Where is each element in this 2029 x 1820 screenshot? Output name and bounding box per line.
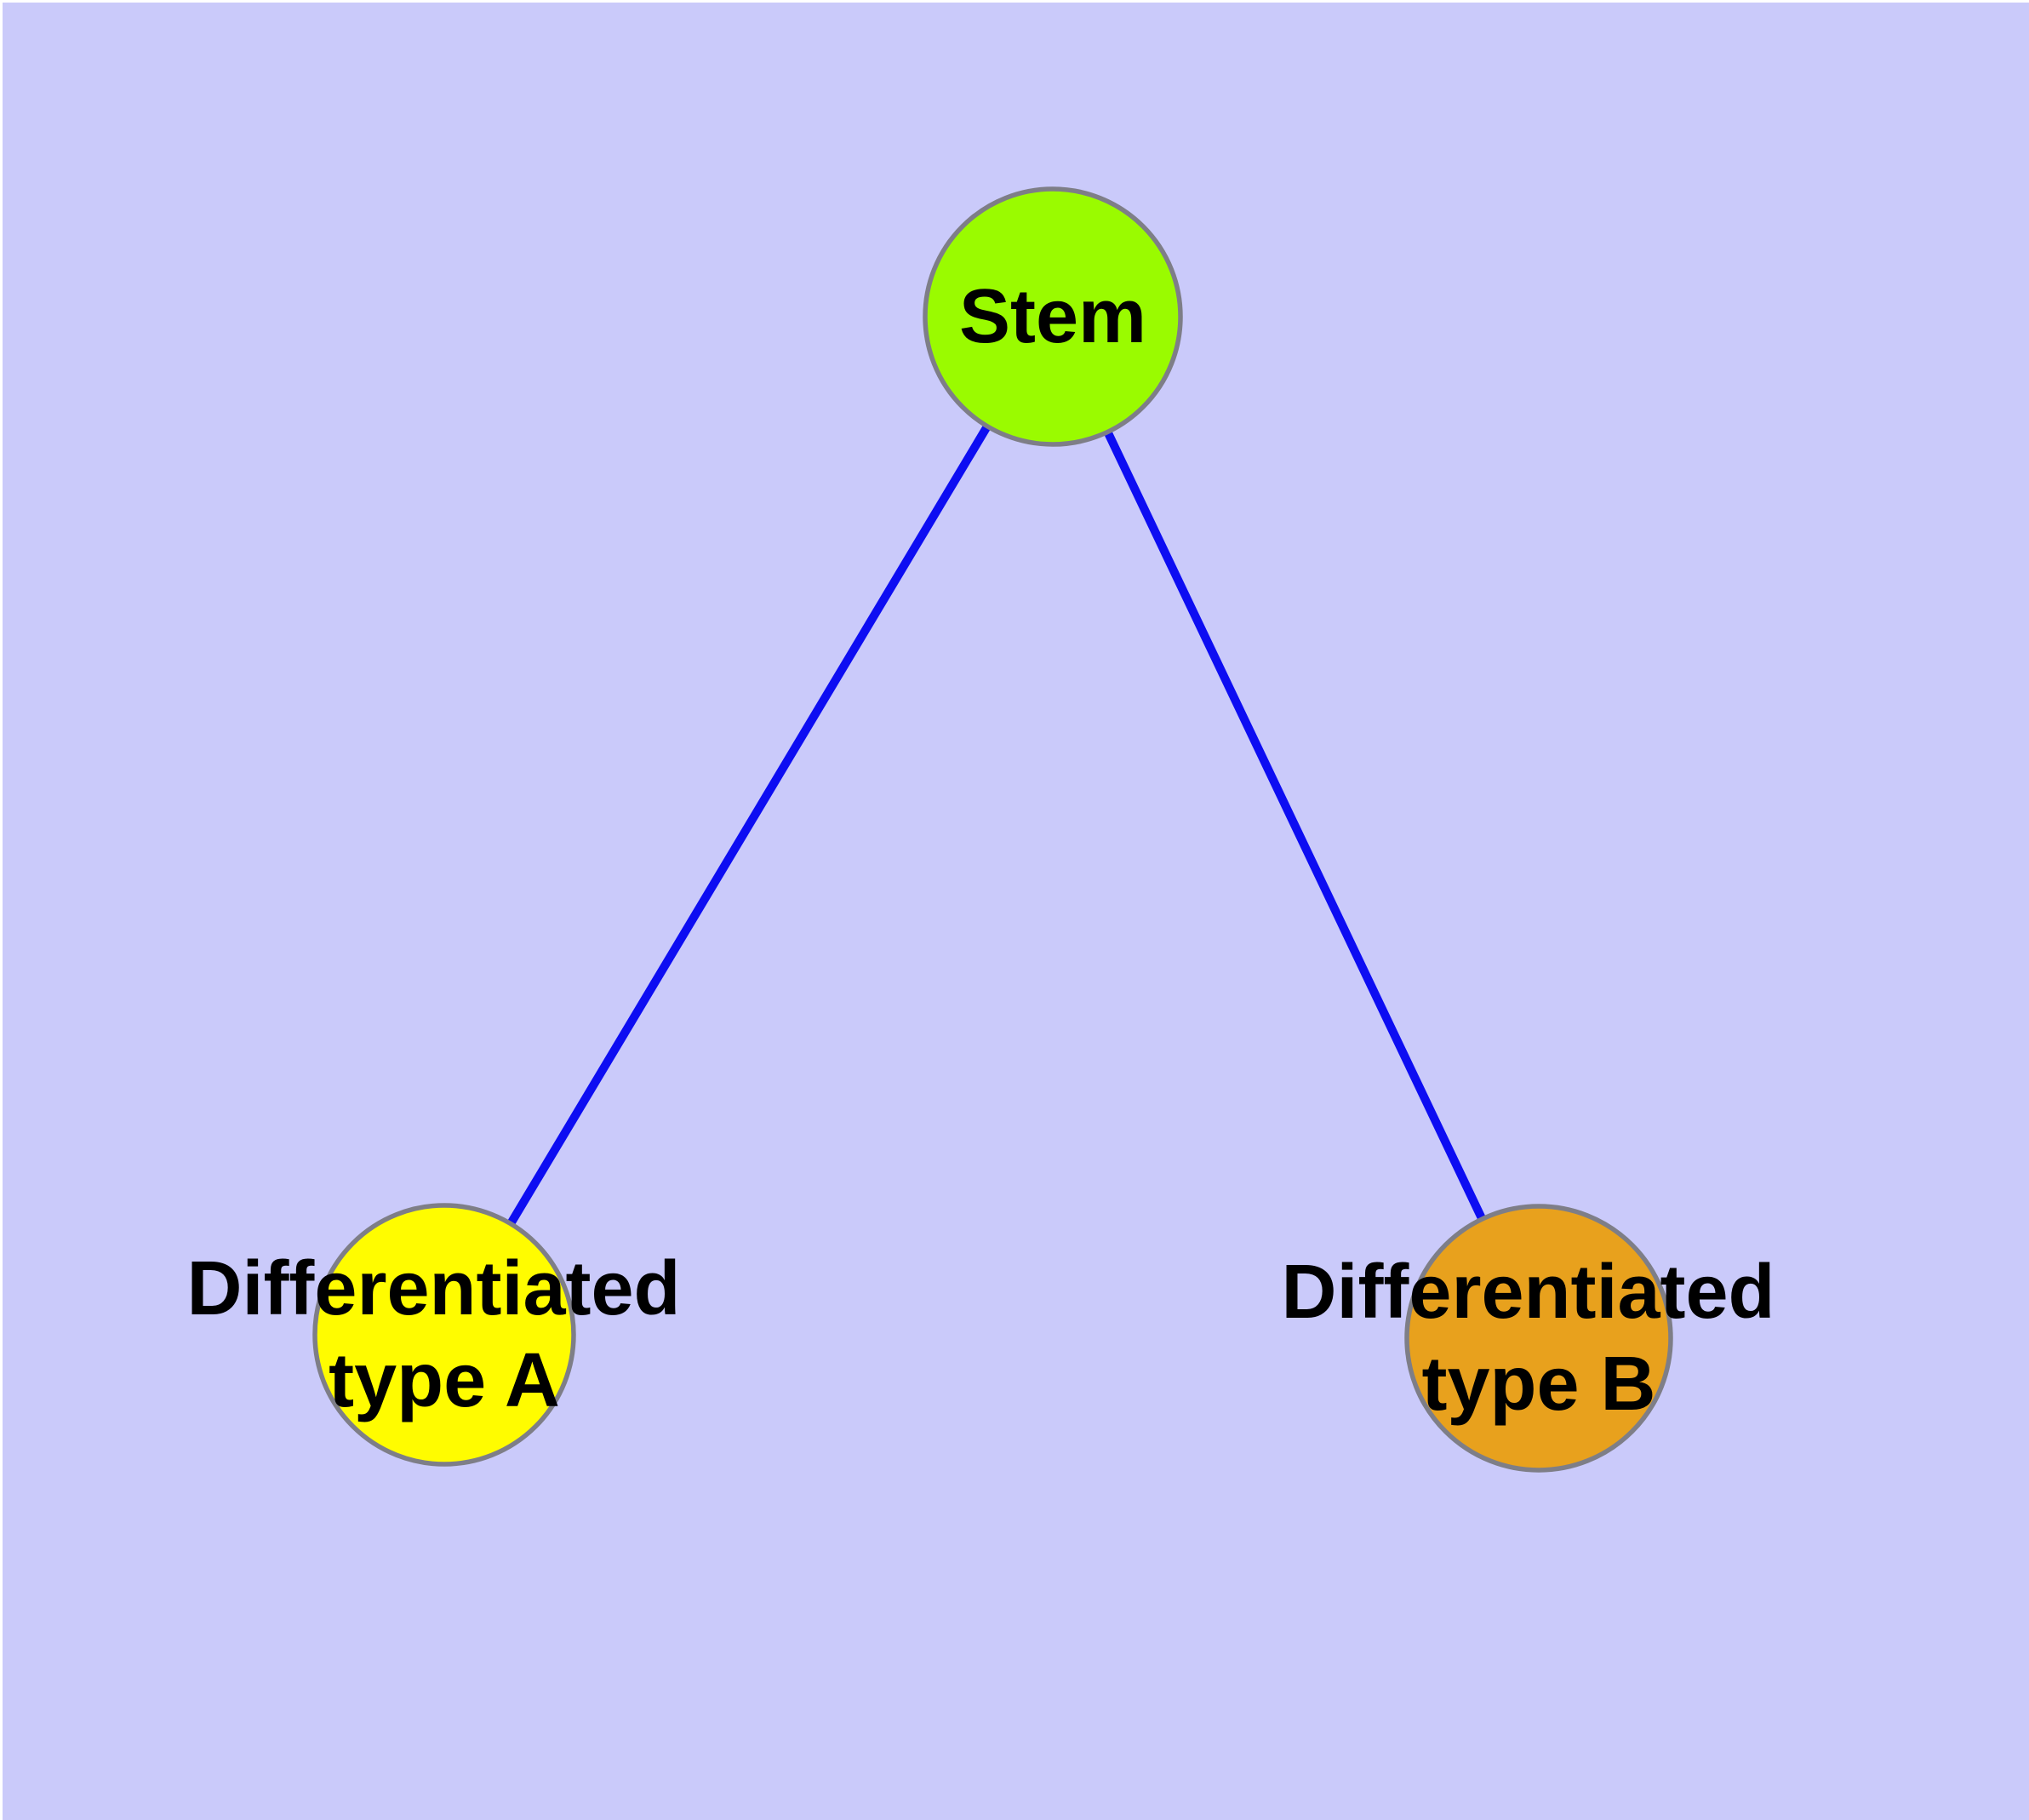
type-b-node-circle	[1404, 1204, 1673, 1473]
type-b-label-line2: type B	[1421, 1342, 1655, 1427]
stem-node-label: Stem	[959, 274, 1146, 359]
node-stem: Stem	[923, 186, 1183, 447]
stem-node-circle	[923, 186, 1183, 447]
type-b-node-label: Differentiated type B	[1281, 1250, 1796, 1427]
node-differentiated-type-a: Differentiated type A	[186, 1203, 701, 1467]
stem-cell-differentiation-diagram: Stem Differentiated type A Differentiate…	[3, 3, 2029, 1820]
type-a-label-line1: Differentiated	[186, 1246, 680, 1331]
type-a-node-label: Differentiated type A	[186, 1246, 701, 1423]
type-a-label-line2: type A	[329, 1338, 560, 1423]
edge-stem-to-type-b	[1049, 314, 1543, 1341]
type-b-label-line1: Differentiated	[1281, 1250, 1775, 1335]
node-differentiated-type-b: Differentiated type B	[1281, 1204, 1796, 1473]
type-a-node-circle	[312, 1203, 576, 1467]
edge-stem-to-type-a	[440, 314, 1057, 1337]
